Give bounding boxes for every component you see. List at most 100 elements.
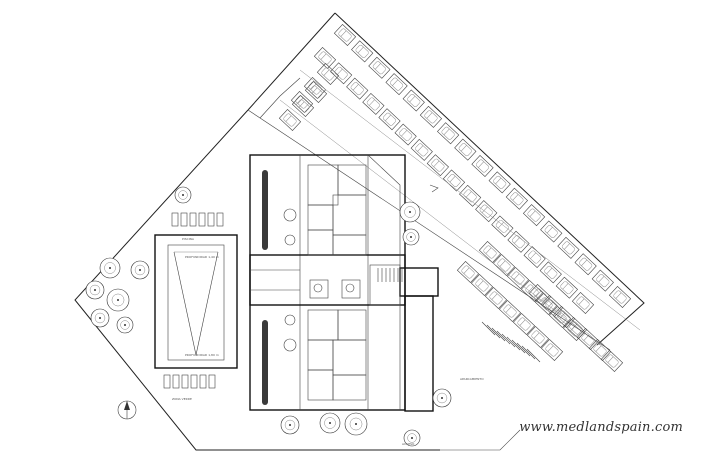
parking-space [426, 154, 449, 177]
pool-end-label-a: PROFUNDIDAD 1,40 m [185, 255, 219, 259]
tree [85, 280, 105, 300]
parking-space [278, 109, 302, 131]
parking-space [419, 105, 443, 128]
parking-space [571, 292, 595, 314]
parking-space [351, 40, 374, 63]
parking-space [600, 350, 624, 372]
hedges [262, 170, 268, 405]
parking-space [304, 81, 328, 103]
parking-space [402, 89, 425, 112]
moto-stall [481, 321, 496, 336]
parking-space [316, 63, 340, 85]
parking-space [526, 326, 550, 348]
tree [280, 415, 300, 435]
parking-space [410, 138, 433, 161]
moto-stall [501, 333, 516, 348]
trees [85, 186, 452, 447]
tree [344, 412, 368, 436]
sun-lounger [189, 212, 197, 227]
parking-space [548, 306, 572, 328]
watermark: www.medlandspain.com [519, 420, 683, 435]
parking-space [608, 286, 632, 308]
tree [402, 228, 420, 246]
parking-space [491, 215, 514, 238]
parking-space [528, 284, 552, 306]
moto-stall [496, 330, 511, 345]
parking-space [385, 73, 408, 96]
parking-block-lower [456, 241, 624, 372]
parking-space [437, 122, 460, 145]
parking-space [484, 287, 508, 309]
moto-stall [486, 324, 501, 339]
sun-lounger [171, 212, 179, 227]
parking-space [330, 62, 353, 85]
sun-lounger [216, 212, 224, 227]
parking-space [313, 47, 337, 69]
tree [174, 186, 192, 204]
tree [319, 412, 341, 434]
sun-lounger [180, 212, 188, 227]
moto-stall [511, 339, 526, 354]
parking-space [456, 261, 480, 283]
parking-space [394, 123, 417, 146]
tree [106, 288, 130, 312]
pool-label: PISCINA [182, 237, 195, 241]
sun-lounger [199, 374, 207, 389]
parking-space [498, 300, 522, 322]
motorbike-parking [481, 321, 541, 363]
parking-space [557, 236, 580, 259]
parking-space [346, 77, 369, 100]
tree [116, 316, 134, 334]
parking-space [539, 261, 562, 284]
parking-space [512, 313, 536, 335]
pool-labels: PISCINA PROFUNDIDAD 1,40 m PROFUNDIDAD 1… [182, 237, 219, 357]
sun-lounger [172, 374, 180, 389]
north-arrow-icon [117, 400, 137, 420]
parking-space [522, 204, 546, 227]
site-boundary [74, 12, 645, 451]
parking-space [378, 108, 401, 131]
pool-end-label-b: PROFUNDIDAD 1,80 m [185, 353, 219, 357]
sun-loungers [163, 212, 224, 389]
parking-space [506, 267, 530, 289]
sun-lounger [190, 374, 198, 389]
driveway [247, 69, 641, 351]
tree [90, 308, 110, 328]
parking-space [291, 95, 315, 117]
parking-space [555, 276, 578, 299]
tree [399, 201, 421, 223]
moto-stall [516, 342, 531, 357]
parking-space [540, 339, 564, 361]
parking-caption: APARCAMIENTO [460, 377, 484, 381]
parking-row-upper [278, 24, 632, 314]
parking-space [459, 184, 482, 207]
apartment-building [249, 154, 439, 412]
sun-lounger [198, 212, 206, 227]
garden-caption: ZONA VERDE [172, 397, 192, 401]
parking-space [507, 230, 530, 253]
parking-space [540, 220, 563, 243]
tree [432, 388, 452, 408]
parking-space [368, 56, 391, 79]
tree [403, 429, 421, 447]
parking-space [362, 92, 385, 115]
tree [130, 260, 150, 280]
sun-lounger [207, 212, 215, 227]
parking-space [505, 187, 528, 210]
sun-lounger [208, 374, 216, 389]
parking-space [454, 138, 477, 161]
moto-stall [491, 327, 506, 342]
parking-space [475, 200, 498, 223]
parking-space [492, 254, 516, 276]
moto-stall [521, 345, 536, 360]
parking-space [333, 24, 357, 46]
parking-space [478, 241, 502, 263]
parking-space [534, 293, 558, 315]
swimming-pool [154, 234, 238, 369]
parking-space [588, 339, 612, 361]
sun-lounger [163, 374, 171, 389]
sun-lounger [181, 374, 189, 389]
parking-space [591, 269, 614, 292]
tree [99, 257, 121, 279]
